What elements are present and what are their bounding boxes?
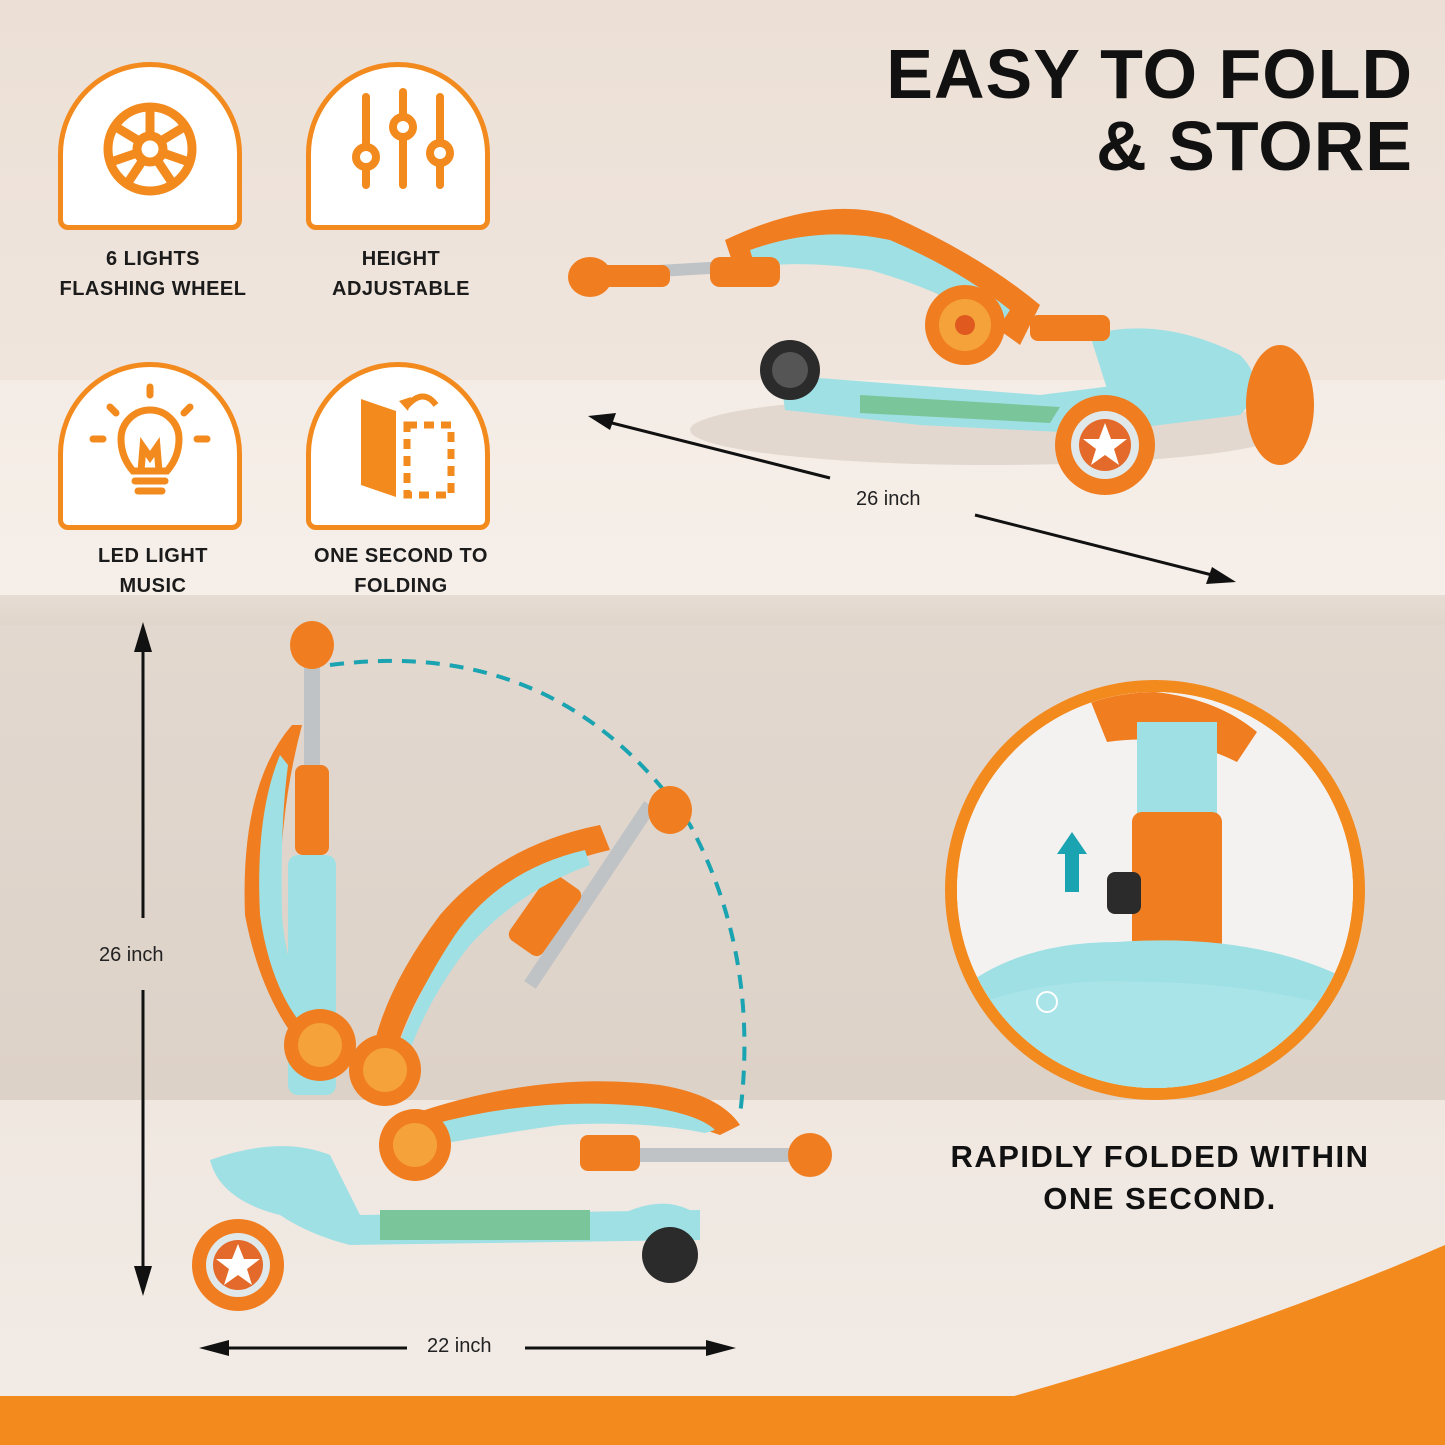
feature-label-flashing-wheel: 6 LIGHTS FLASHING WHEEL [23,244,283,304]
folded-scooter-image [568,208,1314,495]
feature-label-line-1: 6 LIGHTS [105,248,200,270]
feature-card-folding [306,362,490,530]
feature-label-line-2: FLASHING WHEEL [59,278,247,300]
feature-label-line-1: LED LIGHT [97,545,209,567]
headline-line-2: & STORE [1096,107,1413,185]
length-arrow [588,413,1236,584]
folding-lock-closeup [957,692,1353,1088]
fold-icon [361,393,455,499]
feature-label-folding: ONE SECOND TO FOLDING [271,541,531,601]
feature-card-height-adjustable [306,62,490,230]
headline-line-1: EASY TO FOLD [886,35,1413,113]
height-label: 26 inch [99,944,164,966]
feature-label-height-adjustable: HEIGHT ADJUSTABLE [271,244,531,304]
folded-length-label: 26 inch [856,488,921,510]
flashing-wheel-icon [103,102,197,196]
width-arrow [199,1340,736,1356]
height-arrow [134,622,152,1296]
caption-line-2: ONE SECOND. [1043,1181,1277,1216]
caption: RAPIDLY FOLDED WITHIN ONE SECOND. [930,1136,1390,1220]
feature-card-flashing-wheel [58,62,242,230]
light-bulb-icon [89,383,211,495]
feature-label-line-1: HEIGHT [361,248,441,270]
zoom-detail-circle [945,680,1365,1100]
caption-line-1: RAPIDLY FOLDED WITHIN [950,1139,1370,1174]
orange-bottom-band [0,1396,1445,1445]
unfolding-scooter-image [192,621,832,1311]
background-step-edge [0,595,1445,625]
up-arrow-icon [1057,832,1087,892]
feature-label-line-2: ADJUSTABLE [332,278,470,300]
headline: EASY TO FOLD & STORE [886,38,1413,182]
height-sliders-icon [352,88,454,189]
feature-label-led-light: LED LIGHT MUSIC [23,541,283,601]
feature-card-led-light [58,362,242,530]
feature-label-line-1: ONE SECOND TO [314,545,488,567]
feature-label-line-2: FOLDING [354,575,448,597]
width-label: 22 inch [427,1335,492,1357]
feature-label-line-2: MUSIC [119,575,187,597]
